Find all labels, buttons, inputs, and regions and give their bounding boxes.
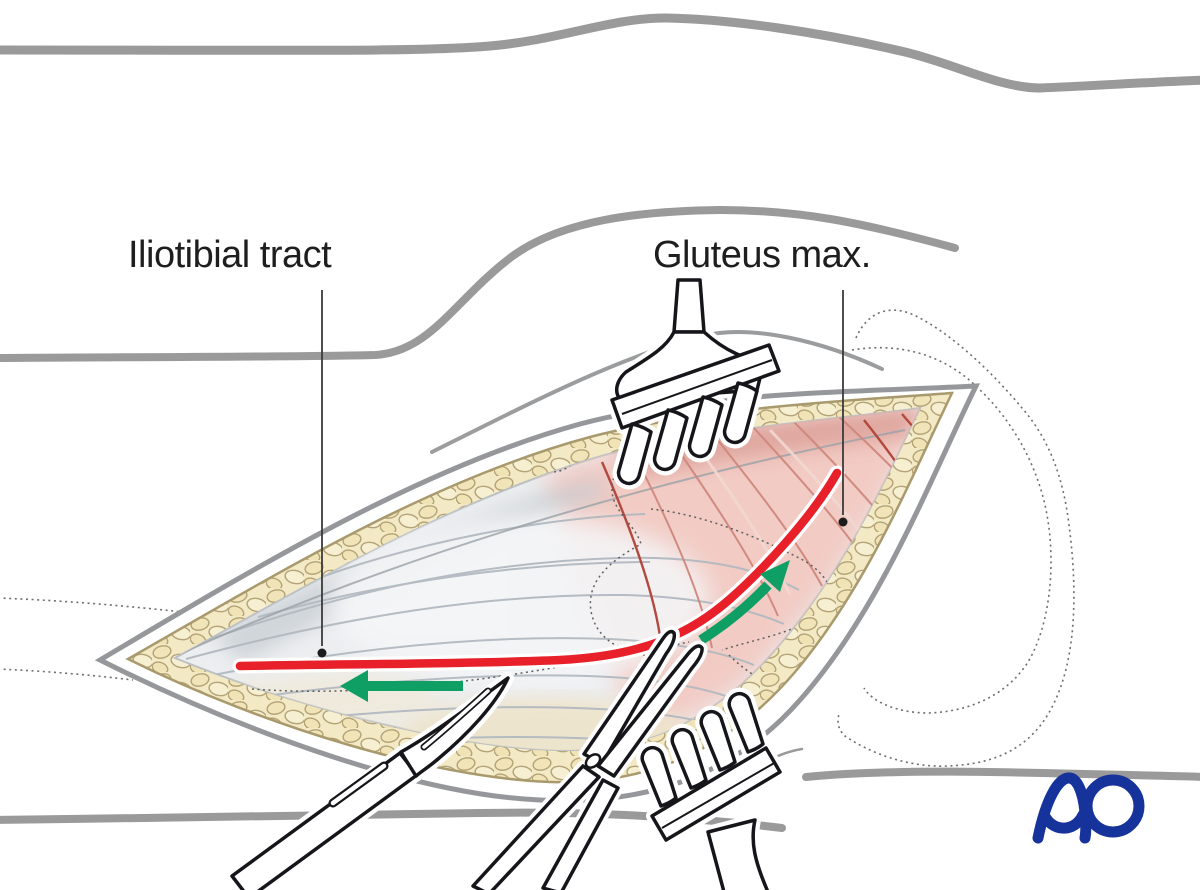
trochanter-dotted-outline (837, 309, 1075, 767)
ao-logo (1032, 772, 1145, 844)
retractor-plate-edge-2 (661, 761, 777, 829)
ao-logo-text: AO (1035, 775, 1145, 841)
gluteus-max-label: Gluteus max. (653, 234, 871, 276)
rake-retractor-bottom (642, 694, 780, 890)
iliotibial-tract-label: Iliotibial tract (128, 234, 332, 276)
scissors (473, 632, 702, 890)
leader-iliotibial (317, 290, 327, 658)
leader-gluteus (838, 290, 848, 527)
wound (94, 383, 981, 804)
tract-long-fiber (181, 429, 906, 654)
scissors-pivot-screw (584, 753, 602, 769)
body-contour-middle (0, 205, 959, 362)
arrow-proximal (698, 560, 790, 645)
scalpel (232, 678, 508, 890)
arrow-distal (340, 670, 463, 702)
dotted-projection-lines (503, 425, 920, 702)
rake-retractor-top (612, 280, 779, 483)
body-contour-top (0, 13, 1200, 93)
incision-line (232, 465, 845, 674)
retractor-plate-edge (621, 359, 773, 415)
scalpel-details (328, 687, 492, 808)
